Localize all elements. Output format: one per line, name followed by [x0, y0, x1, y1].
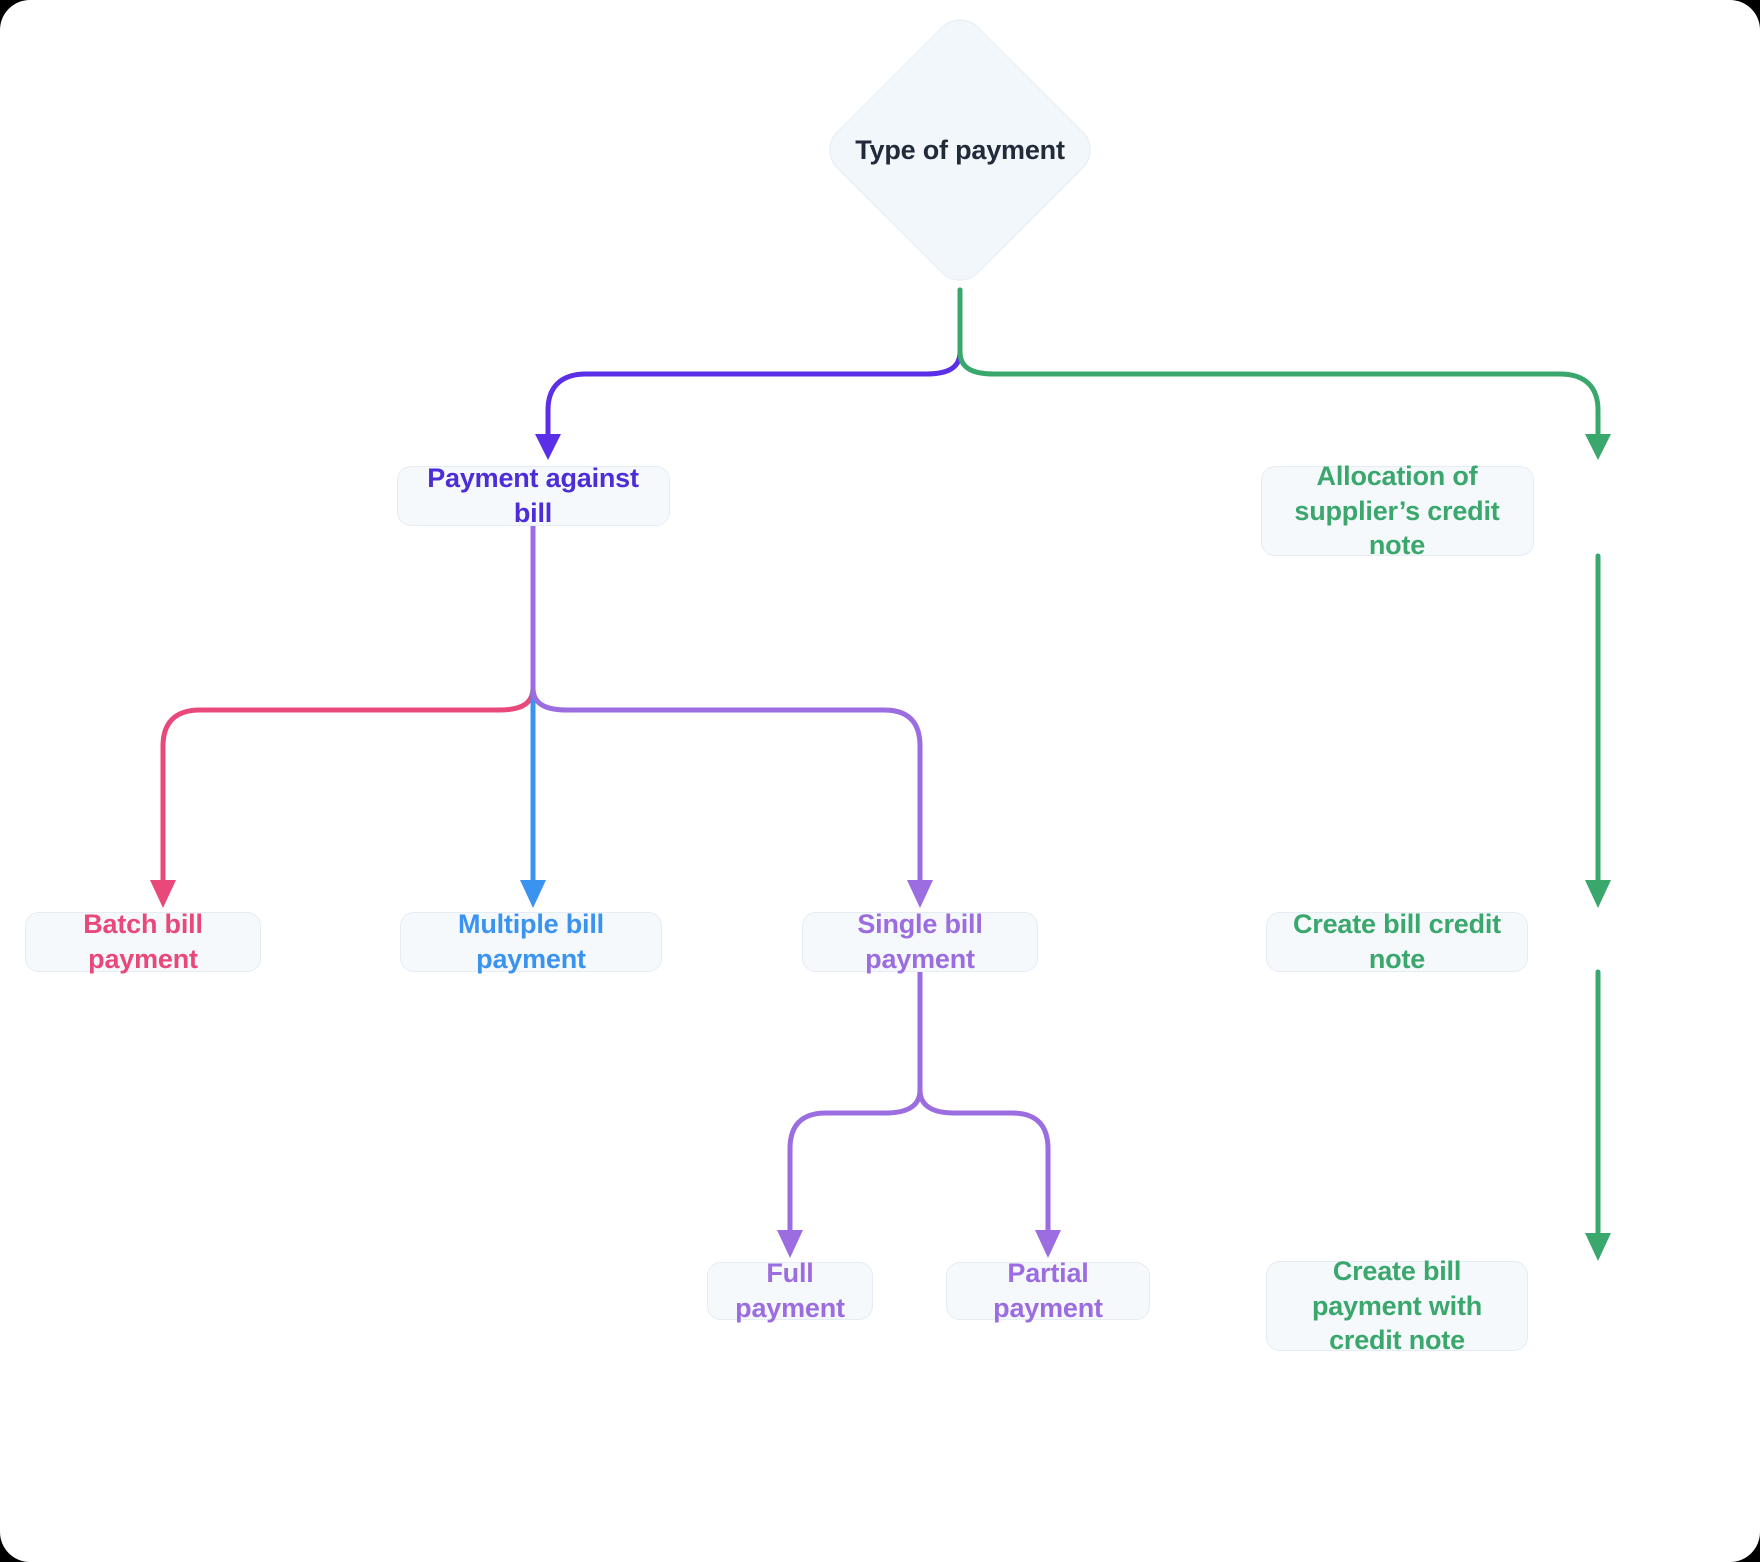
edge-create-cn-to-bill-payment-cn [1585, 969, 1611, 1261]
node-type-of-payment-label: Type of payment [855, 134, 1065, 165]
node-create-bill-payment-with-credit-note[interactable]: Create bill payment with credit note [1266, 1256, 1528, 1355]
edge-single-to-full [777, 969, 923, 1258]
edge-single-to-partial [917, 969, 1061, 1258]
node-allocation-of-suppliers-credit-note[interactable]: Allocation of supplier’s credit note [1260, 461, 1534, 560]
node-single-bill-payment[interactable]: Single bill payment [802, 909, 1038, 974]
edge-root-to-payment-against-bill [535, 287, 963, 460]
node-multiple-bill-payment[interactable]: Multiple bill payment [400, 909, 662, 974]
edge-pab-to-batch [150, 523, 536, 908]
edge-pab-to-multiple [520, 523, 546, 908]
node-full-payment[interactable]: Full payment [707, 1258, 873, 1323]
node-payment-against-bill[interactable]: Payment against bill [396, 463, 670, 528]
node-create-bill-credit-note[interactable]: Create bill credit note [1266, 909, 1528, 974]
edge-pab-to-single [530, 523, 933, 908]
edge-allocation-to-create-cn [1585, 553, 1611, 908]
edge-root-to-allocation [957, 287, 1611, 460]
node-batch-bill-payment[interactable]: Batch bill payment [25, 909, 261, 974]
node-partial-payment[interactable]: Partial payment [946, 1258, 1150, 1323]
